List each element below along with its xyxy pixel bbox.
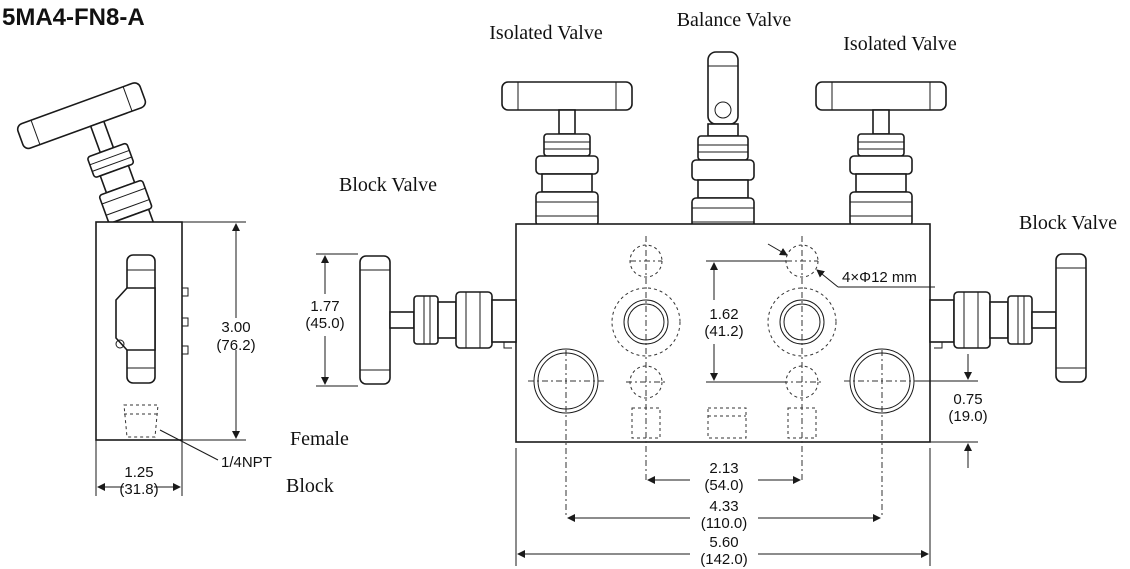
block-valve-left [359, 255, 517, 385]
dim-middle-in: 4.33 [709, 498, 738, 515]
npt-label: 1/4NPT [221, 454, 272, 471]
dim-vspacing-mm: (41.2) [704, 323, 743, 340]
dim-inner-mm: (54.0) [704, 477, 743, 494]
balance-valve-label: Balance Valve [677, 9, 792, 31]
model-title: 5MA4-FN8-A [2, 4, 145, 31]
dim-height-in: 3.00 [221, 319, 250, 336]
dim-handle-mm: (45.0) [305, 315, 344, 332]
dim-offset-in: 0.75 [953, 391, 982, 408]
dim-handle-in: 1.77 [310, 298, 339, 315]
isolated-valve-left [501, 81, 633, 247]
dim-offset-mm: (19.0) [948, 408, 987, 425]
side-view-handle [16, 82, 158, 246]
block-valve-right [929, 253, 1087, 383]
front-view: Isolated Valve Balance Valve Isolated Va… [305, 9, 1117, 568]
block-valve-left-label: Block Valve [339, 174, 437, 196]
balance-valve [691, 51, 755, 247]
dim-middle-mm: (110.0) [701, 515, 747, 532]
dim-width-in: 1.25 [124, 464, 153, 481]
dim-vspacing-in: 1.62 [709, 306, 738, 323]
isolated-valve-right-label: Isolated Valve [843, 33, 957, 55]
side-view: 1/4NPT 3.00 (76.2) 1.25 (31.8) Female Bl… [16, 82, 349, 498]
dim-width-mm: (31.8) [119, 481, 158, 498]
female-label: Female [290, 428, 349, 450]
dim-overall-in: 5.60 [709, 534, 738, 551]
dim-inner-in: 2.13 [709, 460, 738, 477]
dim-overall-mm: (142.0) [700, 551, 748, 568]
block-label: Block [286, 475, 334, 497]
isolated-valve-right [815, 81, 947, 247]
block-valve-right-label: Block Valve [1019, 212, 1117, 234]
holes-label: 4×Φ12 mm [842, 269, 917, 286]
dim-height-mm: (76.2) [216, 337, 255, 354]
isolated-valve-left-label: Isolated Valve [489, 22, 603, 44]
